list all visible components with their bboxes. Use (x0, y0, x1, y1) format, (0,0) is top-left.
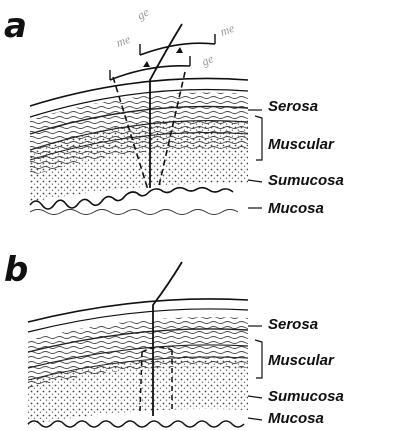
panel-a-serosa-label: Serosa (268, 98, 318, 115)
panel-a-muscular-label: Muscular (268, 136, 334, 153)
panel-a-annotation-1: me (114, 32, 133, 50)
panel-b-muscular-label: Muscular (268, 352, 334, 369)
panel-a-lower-bracket (110, 66, 190, 80)
panel-a-submucosa-label: Sumucosa (268, 172, 344, 189)
panel-a-annotation-3: me (218, 21, 237, 39)
panel-b-diagram (28, 262, 262, 427)
panel-b-serosa-label: Serosa (268, 316, 318, 333)
panel-a-annotation-4: ge (199, 51, 216, 69)
panel-a-diagram: me ge me ge (30, 4, 262, 214)
panel-a-annotation-2: ge (135, 4, 152, 22)
panel-b-submucosa-label: Sumucosa (268, 388, 344, 405)
panel-b-mucosa-label: Mucosa (268, 410, 324, 427)
panel-a-mucosa-label: Mucosa (268, 200, 324, 217)
panel-b-mucosa-layer (28, 421, 244, 427)
